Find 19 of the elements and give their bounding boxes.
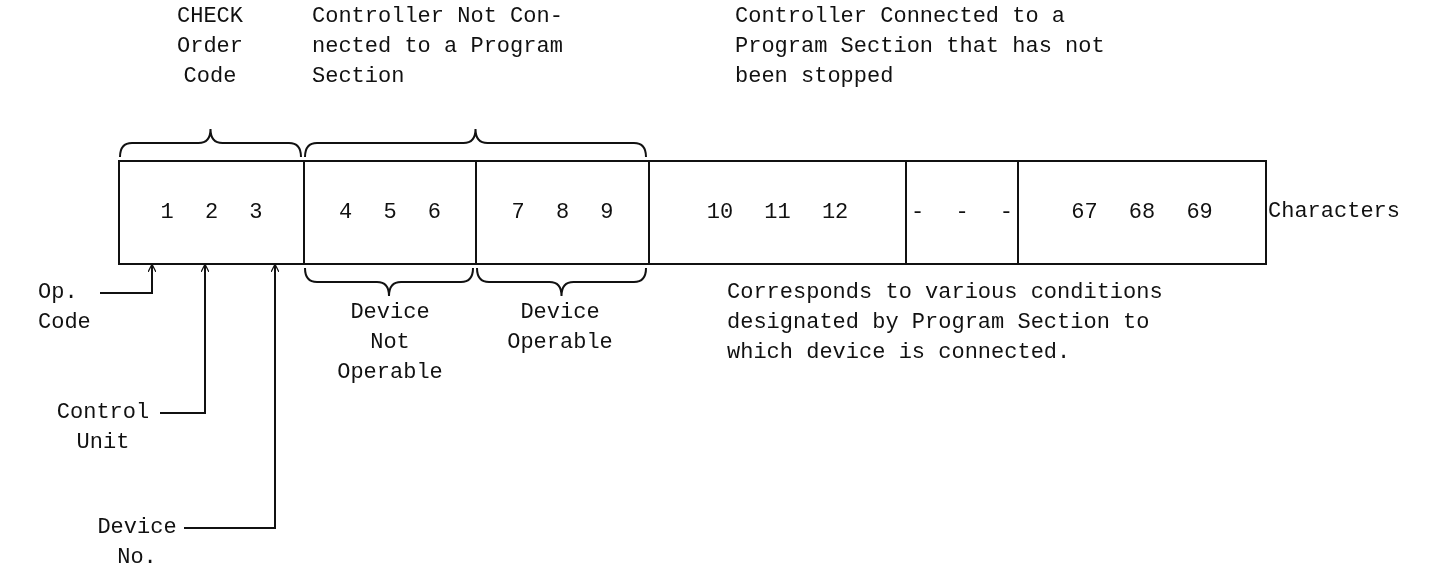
- leader-line: [99, 263, 157, 294]
- field-label: Device Operable: [506, 299, 614, 357]
- group-label: Controller Not Con- nected to a Program Section: [312, 3, 564, 91]
- field-label: Control Unit: [48, 398, 158, 458]
- character-cell: 10 11 12: [648, 160, 907, 265]
- unit-label: Characters: [1268, 198, 1402, 226]
- character-cell: - - -: [905, 160, 1019, 265]
- field-label: CHECK Order Code: [176, 3, 244, 91]
- field-label: Op. Code: [38, 278, 98, 338]
- character-cell: 67 68 69: [1017, 160, 1267, 265]
- character-cell: 7 8 9: [475, 160, 650, 265]
- group-label: Controller Connected to a Program Section that has not been stopped: [735, 3, 1106, 91]
- character-cell: 4 5 6: [303, 160, 477, 265]
- character-cell: 1 2 3: [118, 160, 305, 265]
- leader-line: [183, 263, 280, 529]
- field-label: Device No.: [92, 513, 182, 573]
- note-text: Corresponds to various conditions designated by Program Section to which device is connected.: [727, 279, 1164, 367]
- field-label: Device Not Operable: [336, 299, 444, 387]
- leader-line: [159, 263, 210, 414]
